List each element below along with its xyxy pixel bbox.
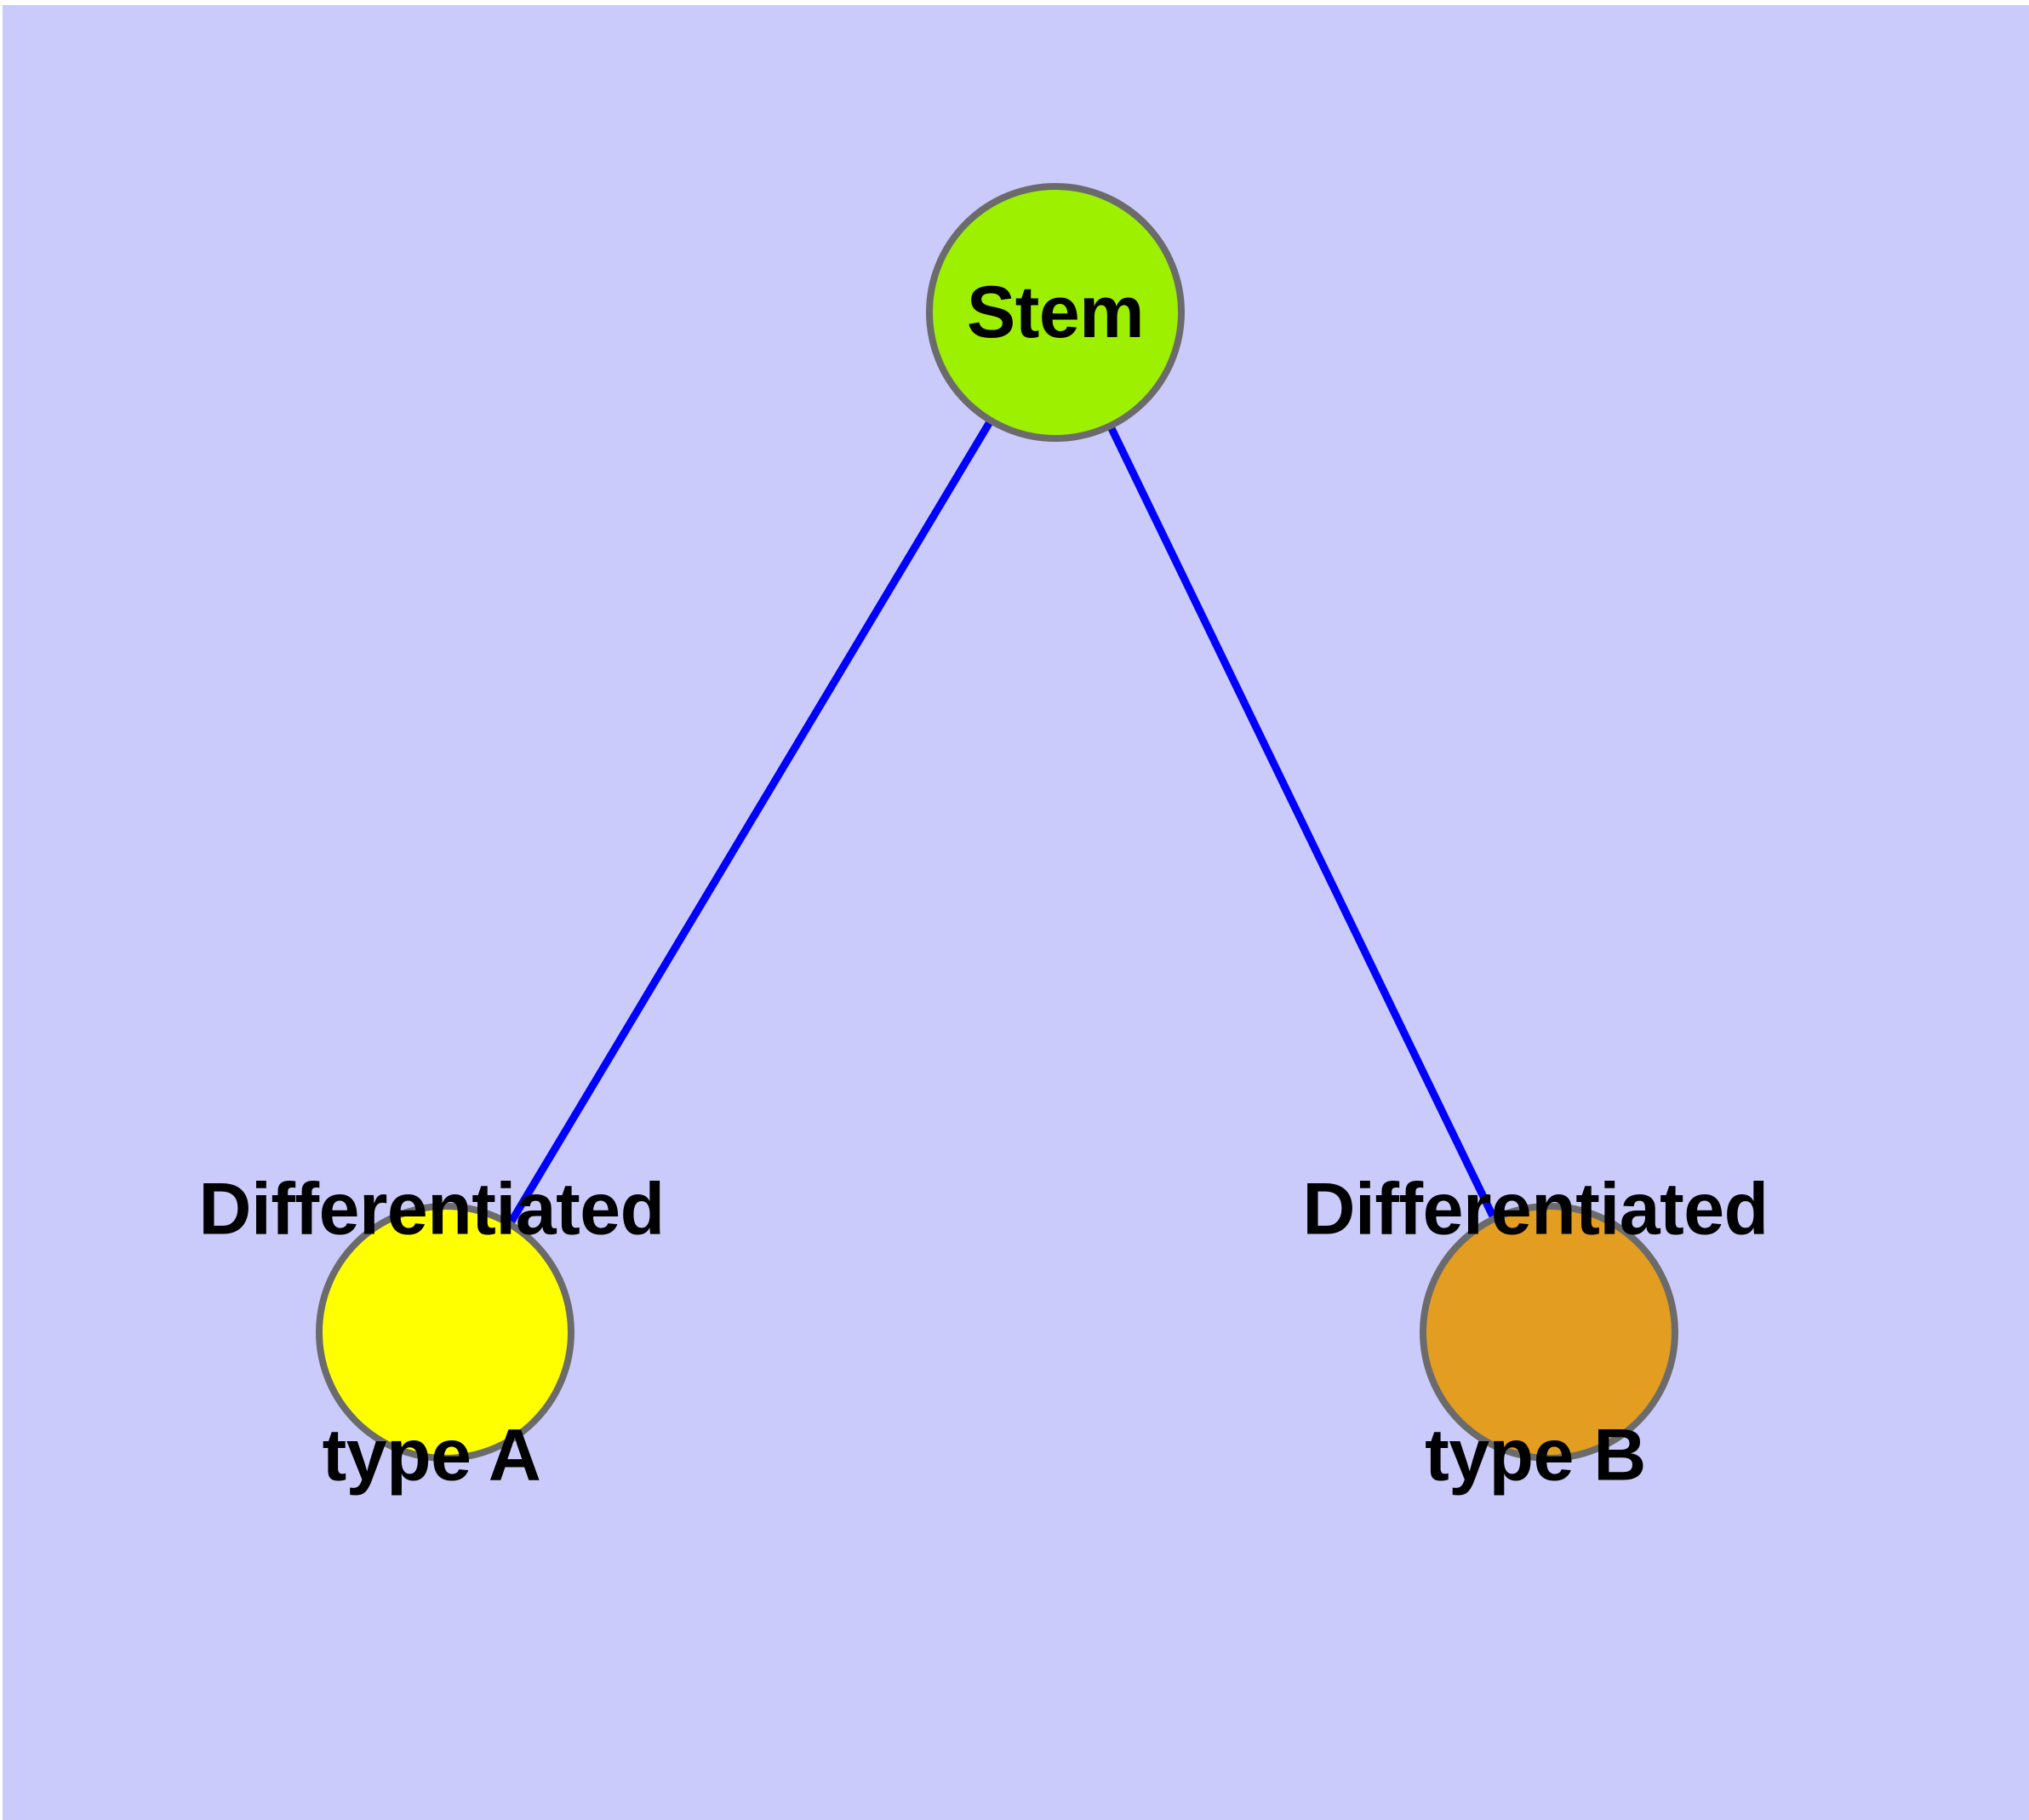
edge-stem-to-diff-b <box>1051 311 1553 1334</box>
node-differentiated-type-b[interactable] <box>1420 1203 1678 1462</box>
diagram-plot-area: Stem Differentiated type A Differentiate… <box>3 5 2029 1820</box>
node-differentiated-type-a[interactable] <box>316 1203 574 1462</box>
edge-stem-to-diff-a <box>442 310 1059 1335</box>
node-layer <box>316 183 1678 1462</box>
network-graph <box>316 183 1678 1462</box>
node-stem[interactable] <box>926 183 1185 442</box>
edge-layer <box>442 310 1553 1335</box>
